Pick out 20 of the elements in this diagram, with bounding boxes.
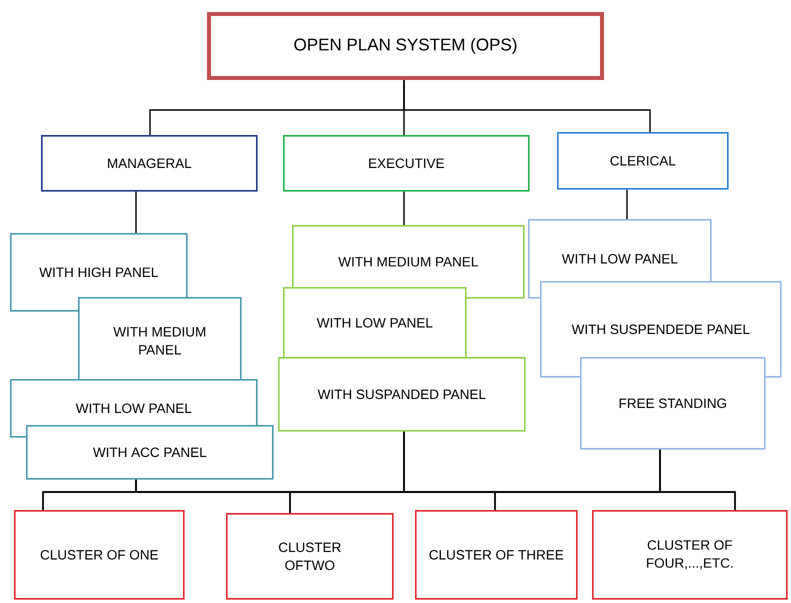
category-box: MANAGERAL (41, 135, 258, 192)
panel-box: WITH ACC PANEL (26, 425, 274, 480)
panel-box: WITH MEDIUM PANEL (292, 225, 525, 299)
connector-line (403, 80, 651, 132)
connector-line (403, 192, 405, 225)
panel-box: FREE STANDING (580, 357, 766, 450)
cluster-box: CLUSTER OFTWO (226, 513, 394, 600)
panel-box: WITH HIGH PANEL (10, 233, 188, 312)
category-box: CLERICAL (557, 132, 729, 190)
connector-line (626, 190, 628, 219)
connector-line (659, 450, 736, 510)
cluster-box: CLUSTER OF THREE (415, 510, 578, 600)
panel-box: WITH SUSPANDED PANEL (278, 357, 526, 432)
connector-line (135, 192, 137, 233)
cluster-box: CLUSTER OF ONE (14, 510, 185, 600)
category-box: EXECUTIVE (283, 135, 530, 192)
cluster-box: CLUSTER OF FOUR,...,ETC. (592, 510, 788, 600)
title-box: OPEN PLAN SYSTEM (OPS) (207, 12, 604, 80)
panel-box: WITH MEDIUM PANEL (78, 297, 242, 385)
panel-box: WITH LOW PANEL (283, 287, 467, 359)
